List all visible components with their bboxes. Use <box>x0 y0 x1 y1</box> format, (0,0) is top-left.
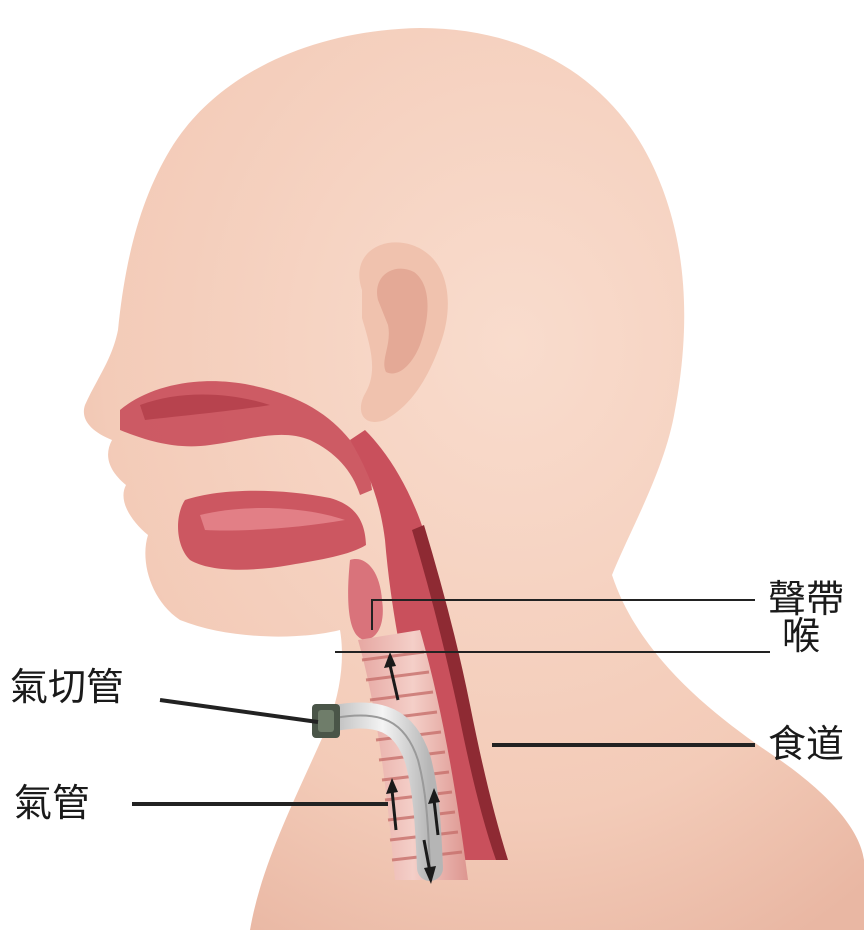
label-larynx: 喉 <box>782 617 820 655</box>
label-trachea: 氣管 <box>14 784 90 822</box>
label-vocal-cords: 聲帶 <box>768 580 844 618</box>
label-tracheostomy-tube: 氣切管 <box>10 668 124 706</box>
label-esophagus: 食道 <box>768 725 844 763</box>
leader-line-tracheostomy-tube <box>160 700 318 722</box>
